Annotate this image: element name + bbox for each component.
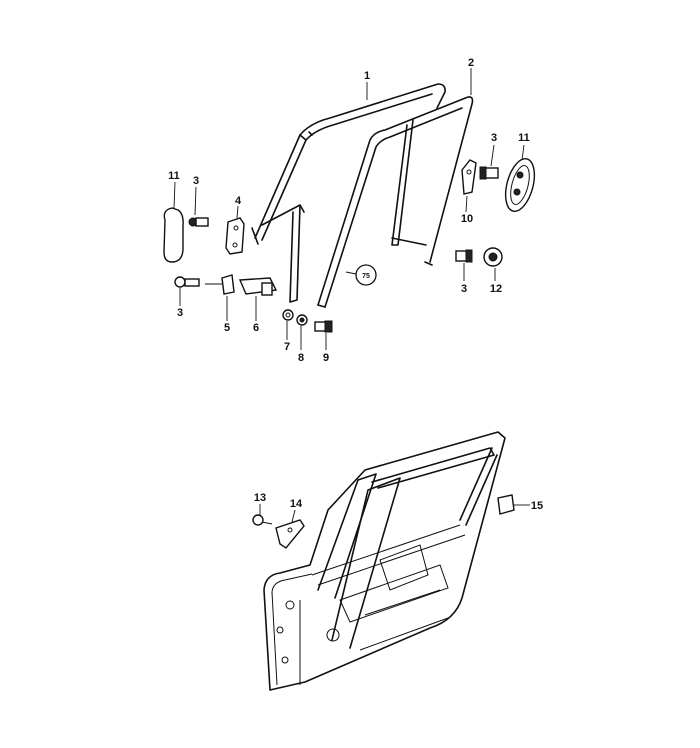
callout-1: 1 (364, 70, 370, 82)
callout-8: 8 (298, 352, 304, 364)
part-2-glass-channel (317, 96, 474, 308)
callout-3-left: 3 (193, 175, 199, 187)
callout-10: 10 (461, 213, 473, 225)
callout-3-lower-right: 3 (461, 283, 467, 295)
part-13-clip (252, 514, 273, 526)
callout-13: 13 (254, 492, 266, 504)
part-3-bolt-lower-right (455, 249, 473, 263)
callout-12: 12 (490, 283, 502, 295)
callout-7: 7 (284, 341, 290, 353)
callout-4: 4 (235, 195, 242, 207)
part-4-plate (225, 217, 245, 255)
part-14-trim-piece (275, 519, 305, 549)
part-3-bolt-upper-right (479, 166, 499, 180)
part-12-nut (483, 247, 503, 267)
part-1-window-frame (251, 83, 446, 303)
part-5-clip (205, 274, 235, 295)
callout-11-left: 11 (168, 170, 180, 182)
reference-mark-text: 75 (362, 273, 370, 280)
door-shell (263, 431, 506, 691)
leader-lines (173, 68, 530, 523)
part-11-grommet-left (163, 207, 184, 263)
callout-3-lower-left: 3 (177, 307, 183, 319)
part-10-bracket (461, 159, 477, 195)
callout-11-right: 11 (518, 132, 530, 144)
callout-6: 6 (253, 322, 259, 334)
part-7-washer (282, 309, 294, 321)
reference-mark-circle: 75 (345, 264, 377, 286)
callout-15: 15 (531, 500, 543, 512)
callout-9: 9 (323, 352, 329, 364)
callout-14: 14 (290, 498, 303, 510)
callout-5: 5 (224, 322, 230, 334)
part-8-nut (296, 314, 308, 326)
part-3-bolt-lower-left (174, 276, 200, 288)
callout-3-upper-right: 3 (491, 132, 497, 144)
part-15-cap (497, 494, 515, 515)
part-6-bracket (238, 277, 278, 296)
part-9-bolt (314, 320, 333, 333)
part-11-grommet-right (504, 158, 536, 212)
callout-2: 2 (468, 57, 474, 69)
part-3-bolt-left (188, 217, 209, 227)
